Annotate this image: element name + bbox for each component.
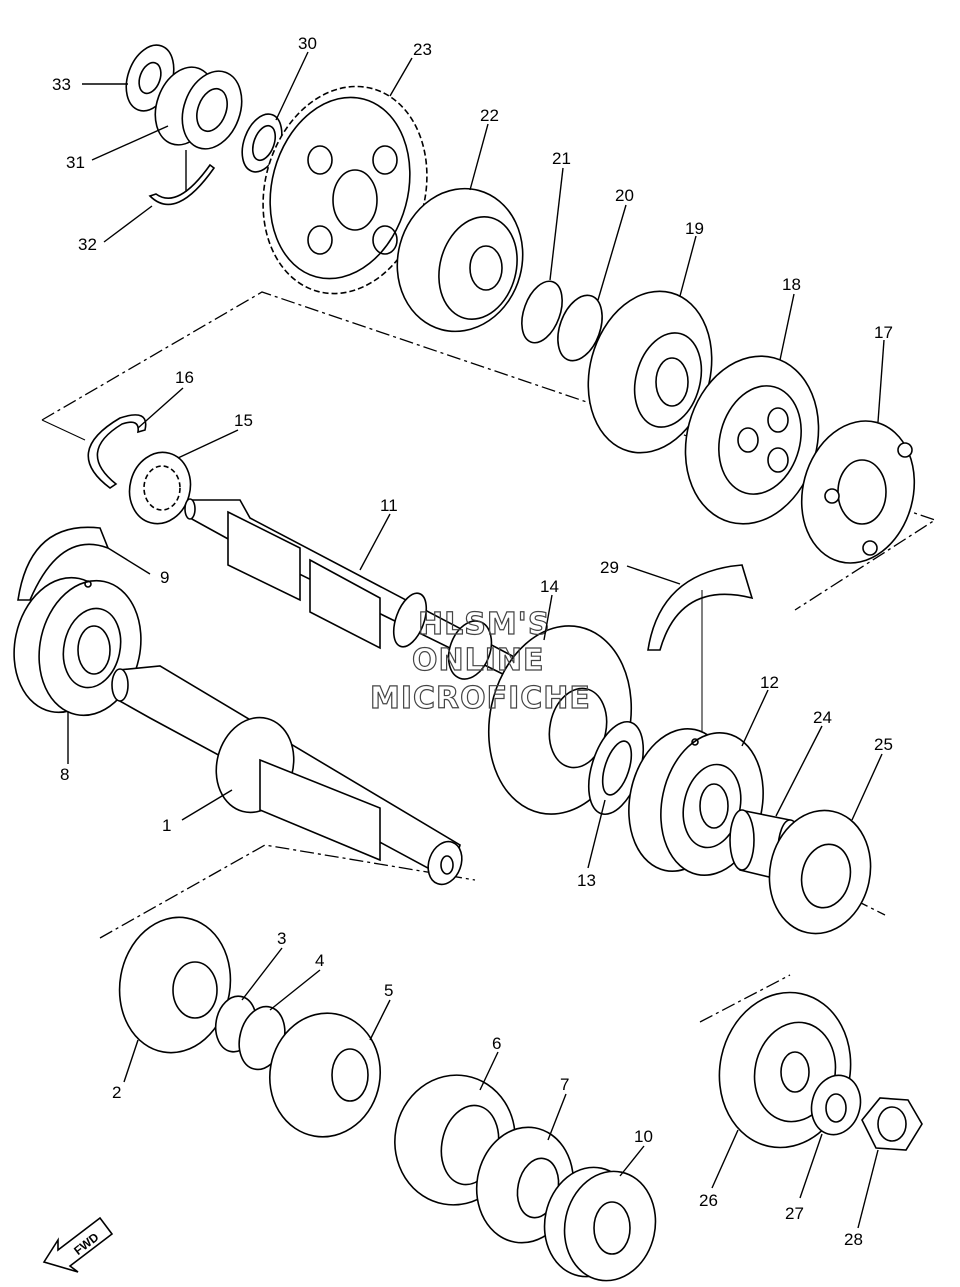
callout-23: 23	[413, 40, 432, 59]
callout-25: 25	[874, 735, 893, 754]
callout-24: 24	[813, 708, 832, 727]
part-21-circlip	[521, 280, 563, 344]
callout-11: 11	[380, 496, 398, 515]
callout-30: 30	[298, 34, 317, 53]
callout-26: 26	[699, 1191, 718, 1210]
callout-7: 7	[560, 1075, 569, 1094]
callout-16: 16	[175, 368, 194, 387]
part-28-nut	[861, 1097, 923, 1151]
callout-33: 33	[52, 75, 71, 94]
outline-tick	[41, 419, 86, 441]
callout-31: 31	[66, 153, 85, 172]
part-29-half-ring	[647, 564, 754, 651]
part-9-half-ring	[17, 526, 110, 601]
callout-18: 18	[782, 275, 801, 294]
callout-15: 15	[234, 411, 253, 430]
callout-28: 28	[844, 1230, 863, 1249]
watermark: HLSM'S ONLINE MICROFICHE	[369, 606, 591, 716]
part-20-washer	[557, 294, 603, 362]
callout-labels: 33 31 32 30 23 22 21 20 19 18 17 16 15 1…	[52, 34, 893, 1249]
part-25-oil-seal	[768, 809, 872, 935]
callout-27: 27	[785, 1204, 804, 1223]
callout-10: 10	[634, 1127, 653, 1146]
callout-1: 1	[162, 816, 171, 835]
part-18-gear	[684, 355, 820, 525]
part-16-circlip	[87, 414, 147, 489]
part-31-bearing	[154, 66, 243, 150]
callout-4: 4	[315, 951, 324, 970]
callout-22: 22	[480, 106, 499, 125]
leader-lines	[67, 51, 885, 1229]
part-15-splined-washer	[128, 451, 192, 525]
callout-6: 6	[492, 1034, 501, 1053]
part-1-drive-shaft	[111, 665, 463, 886]
part-27-lock-washer	[810, 1074, 862, 1136]
part-32-half-ring	[148, 163, 216, 206]
callout-12: 12	[760, 673, 779, 692]
callout-29: 29	[600, 558, 619, 577]
callout-8: 8	[60, 765, 69, 784]
part-23-large-gear	[262, 85, 428, 295]
callout-13: 13	[577, 871, 596, 890]
watermark-line-1: HLSM'S	[418, 607, 550, 642]
watermark-line-3: MICROFICHE	[370, 681, 591, 716]
part-17-dog-gear	[800, 420, 916, 564]
callout-14: 14	[540, 577, 559, 596]
callout-5: 5	[384, 981, 393, 1000]
fwd-arrow-icon: FWD	[42, 1216, 114, 1273]
callout-32: 32	[78, 235, 97, 254]
callout-21: 21	[552, 149, 571, 168]
lower-gear-group-outline	[99, 844, 476, 939]
sprocket-group-outline	[699, 974, 791, 1023]
callout-17: 17	[874, 323, 893, 342]
callout-3: 3	[277, 929, 286, 948]
part-10-bearing	[543, 1166, 657, 1282]
callout-19: 19	[685, 219, 704, 238]
part-11-main-shaft	[184, 498, 521, 682]
callout-20: 20	[615, 186, 634, 205]
part-22-gear	[396, 187, 524, 333]
part-5-gear	[268, 1012, 382, 1138]
watermark-line-2: ONLINE	[412, 643, 545, 678]
part-2-gear	[118, 916, 232, 1054]
callout-9: 9	[160, 568, 169, 587]
callout-2: 2	[112, 1083, 121, 1102]
